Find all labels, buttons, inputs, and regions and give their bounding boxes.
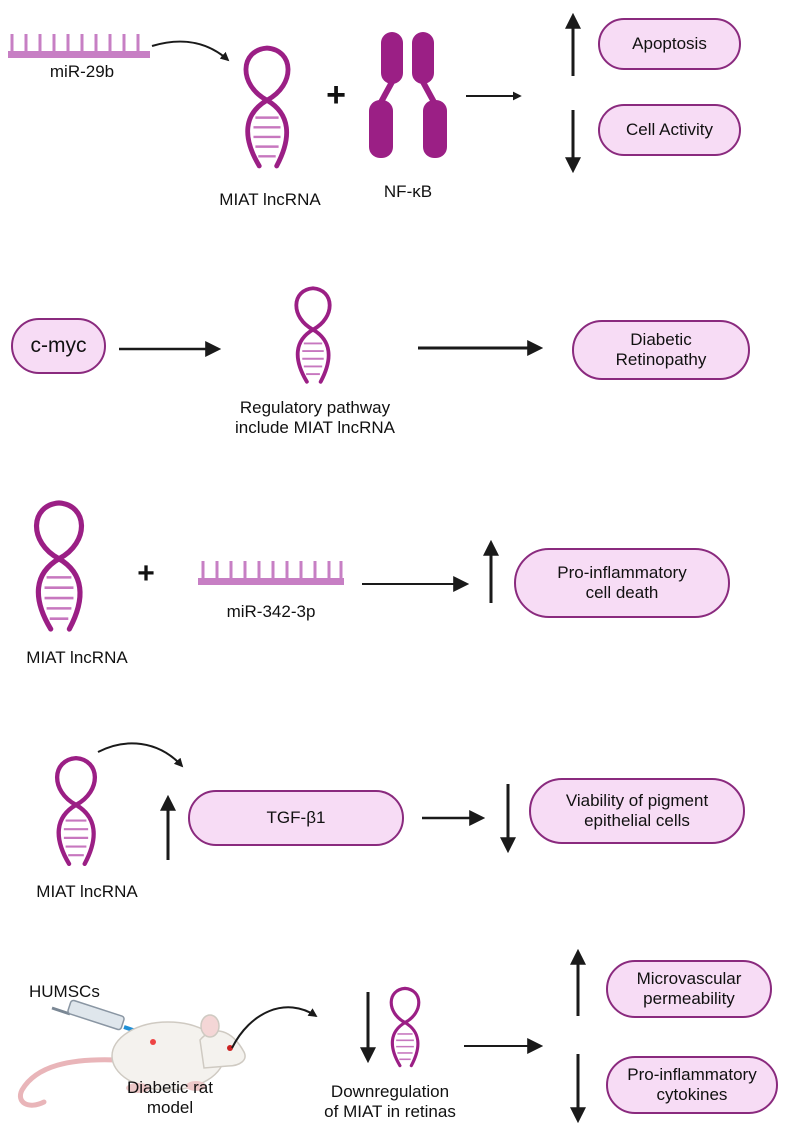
outcome-label: cytokines <box>656 1085 728 1104</box>
outcome-label: Diabetic <box>630 330 692 349</box>
outcome-label: Microvascular <box>636 969 742 988</box>
downregulation-label: Downregulation of MIAT in retinas <box>300 1082 480 1122</box>
outcome-label: Viability of pigment <box>565 791 709 810</box>
outcome-viability: Viability of pigment epithelial cells <box>529 778 745 844</box>
dna-icon <box>246 48 288 166</box>
nfkb-label: NF-κB <box>383 182 433 201</box>
outcome-pro-inflammatory-cell-death: Pro-inflammatory cell death <box>514 548 730 618</box>
lncrna-label: MIAT lncRNA <box>219 190 321 209</box>
outcome-label: cell death <box>585 583 659 602</box>
outcome-pro-inflammatory-cytokines: Pro-inflammatory cytokines <box>606 1056 778 1114</box>
label-line: model <box>146 1098 194 1117</box>
outcome-text: Diabetic Retinopathy <box>616 330 707 370</box>
label-line: Downregulation <box>330 1082 450 1101</box>
mirna-29b-label: miR-29b <box>49 62 115 81</box>
regulatory-pathway-label: Regulatory pathway include MIAT lncRNA <box>200 398 430 438</box>
lncrna-label: MIAT lncRNA <box>36 882 138 901</box>
mirna-342-3p-icon <box>198 561 344 585</box>
rat-icon <box>18 1014 246 1108</box>
dna-icon <box>389 986 421 1068</box>
outcome-text: Microvascular permeability <box>637 969 742 1009</box>
plus-sign: + <box>137 557 155 590</box>
outcome-diabetic-retinopathy: Diabetic Retinopathy <box>572 320 750 380</box>
mirna-342-3p-label: miR-342-3p <box>226 602 316 621</box>
activation-arrow <box>97 742 184 768</box>
label-line: of MIAT in retinas <box>324 1102 456 1121</box>
binding-arrow <box>151 40 230 62</box>
lncrna-label: MIAT lncRNA <box>26 648 128 667</box>
outcome-microvascular-permeability: Microvascular permeability <box>606 960 772 1018</box>
outcome-label: Cell Activity <box>626 120 713 139</box>
retina-arrow <box>231 1006 318 1049</box>
label-line: Diabetic rat <box>127 1078 213 1097</box>
dna-icon <box>37 503 82 629</box>
label-line: include MIAT lncRNA <box>235 418 395 437</box>
plus-sign: + <box>326 76 346 114</box>
label-line: Regulatory pathway <box>239 398 391 417</box>
outcome-label: Retinopathy <box>615 350 707 369</box>
outcome-label: Apoptosis <box>632 34 707 53</box>
humscs-label: HUMSCs <box>29 982 100 1001</box>
rat-model-label: Diabetic rat model <box>100 1078 240 1118</box>
outcome-cell-activity: Cell Activity <box>598 104 741 156</box>
outcome-text: Pro-inflammatory cytokines <box>627 1065 756 1105</box>
target-label: TGF-β1 <box>266 808 326 827</box>
input-label: c-myc <box>30 334 87 357</box>
outcome-label: permeability <box>643 989 735 1008</box>
outcome-label: epithelial cells <box>584 811 690 830</box>
nfkb-protein-icon <box>369 32 447 158</box>
target-tgf-beta1: TGF-β1 <box>188 790 404 846</box>
dna-icon <box>294 286 332 384</box>
outcome-label: Pro-inflammatory <box>557 563 687 582</box>
outcome-text: Viability of pigment epithelial cells <box>566 791 708 831</box>
dna-icon <box>57 758 95 864</box>
outcome-label: Pro-inflammatory <box>627 1065 757 1084</box>
outcome-text: Pro-inflammatory cell death <box>557 563 686 603</box>
outcome-apoptosis: Apoptosis <box>598 18 741 70</box>
input-c-myc: c-myc <box>11 318 106 374</box>
mirna-29b-icon <box>8 34 150 58</box>
